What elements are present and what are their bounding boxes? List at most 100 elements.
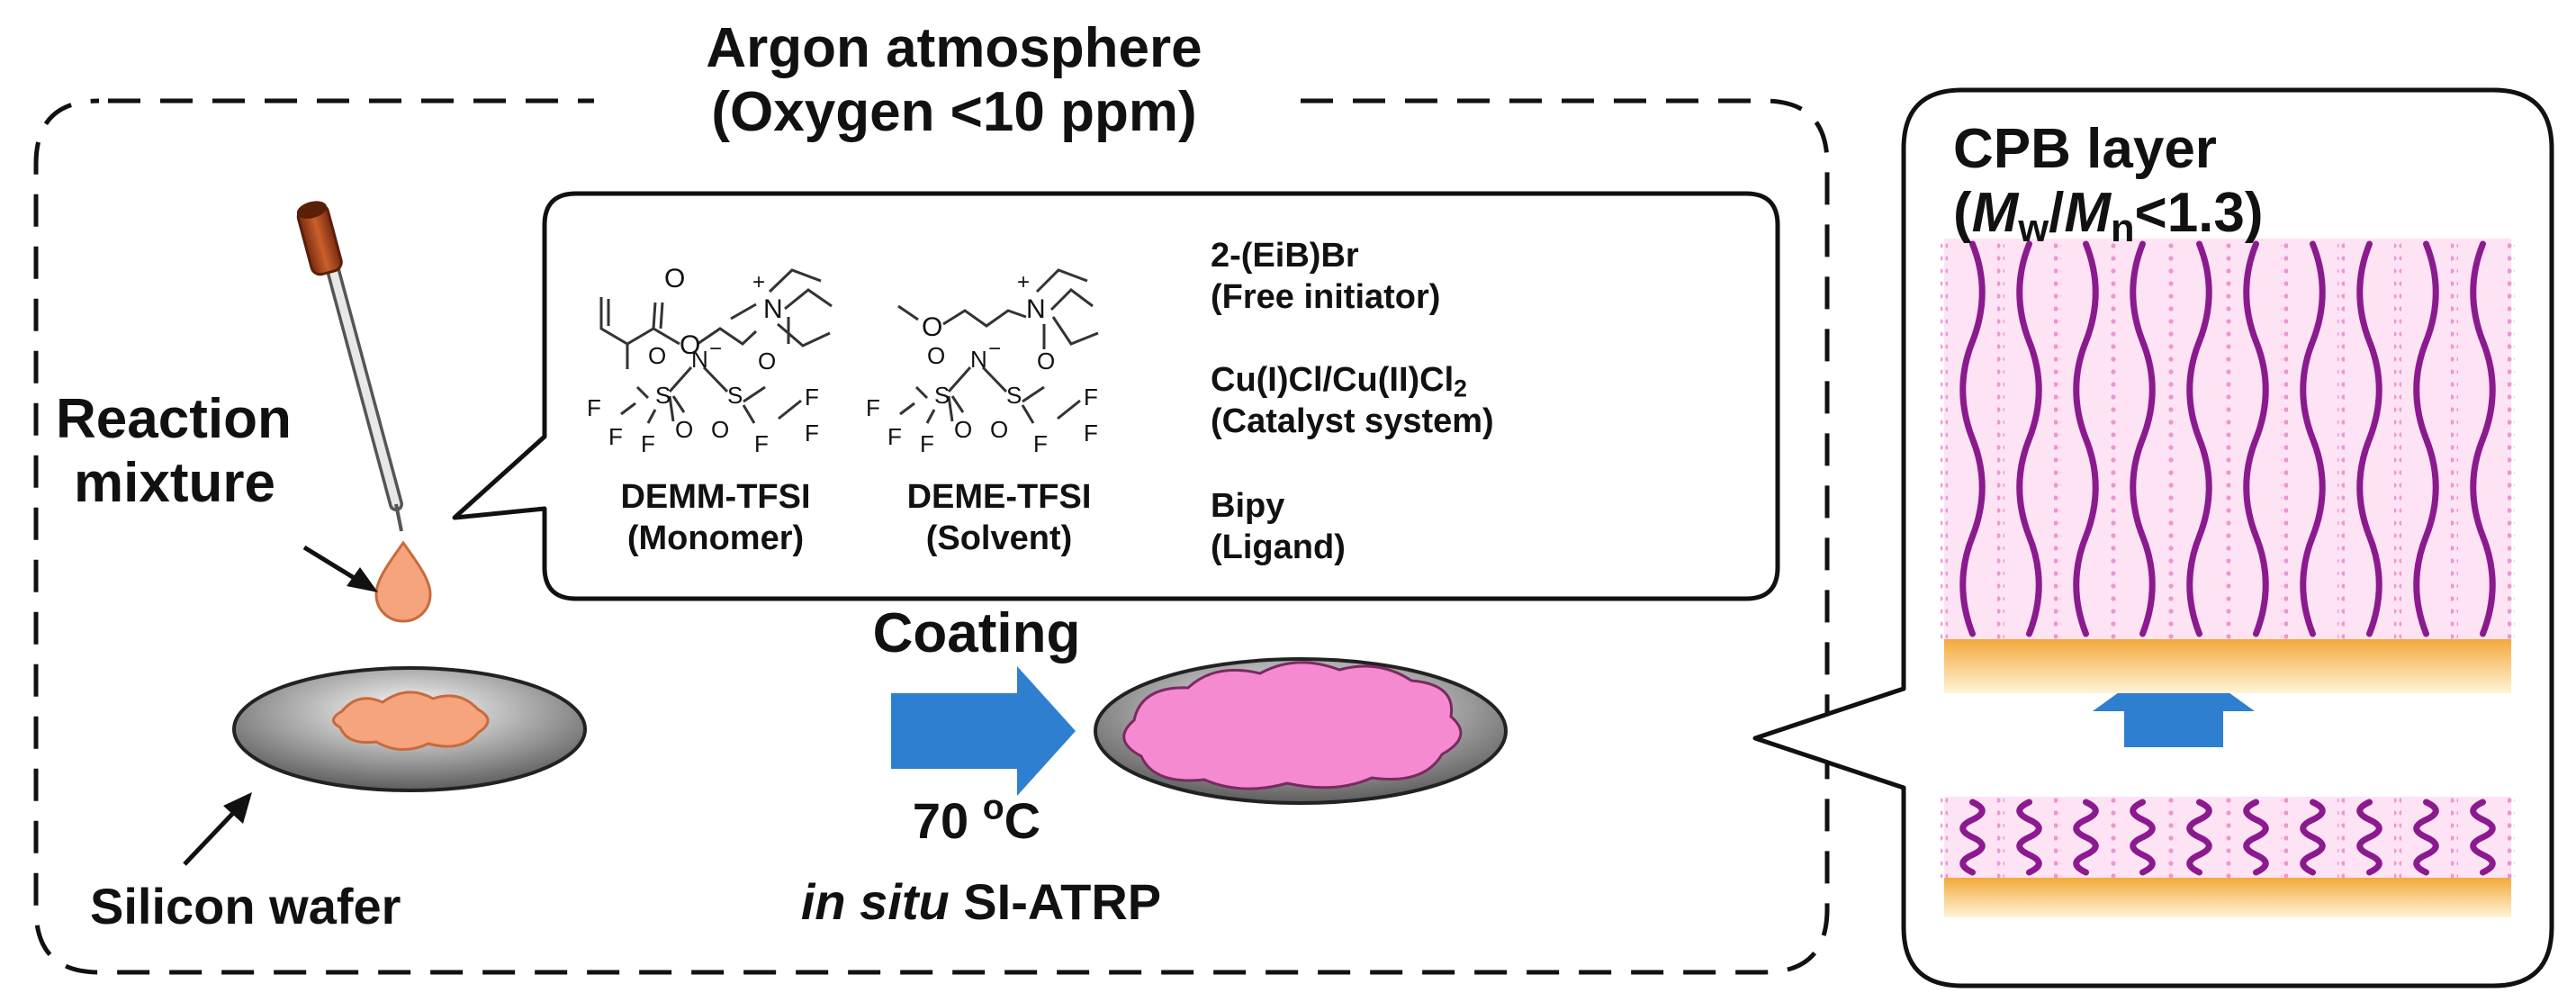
atom-o-ether: O xyxy=(922,312,943,342)
atom-f3-tfsi1: F xyxy=(641,430,655,457)
tall-brush-segment-column xyxy=(1941,239,1948,639)
cpb-mn: M xyxy=(2064,182,2111,245)
method-label: in situ SI-ATRP xyxy=(711,873,1251,931)
tall-brush-segment-column xyxy=(2111,239,2118,639)
initiator-label: 2-(EiB)Br (Free initiator) xyxy=(1211,236,1440,318)
tall-brush-segment-column xyxy=(2451,239,2458,639)
atom-f6-tfsi2: F xyxy=(1033,430,1048,457)
atom-s1-tfsi2: S xyxy=(934,382,950,409)
cpb-slash: / xyxy=(2049,182,2065,245)
demm-anion-structure xyxy=(620,366,802,424)
atom-f2-tfsi2: F xyxy=(887,423,902,450)
short-brush-chain xyxy=(2016,799,2042,876)
short-brush-chain xyxy=(2470,799,2496,876)
short-brush-segment-column xyxy=(2054,797,2061,878)
atom-f4-tfsi2: F xyxy=(1084,384,1098,411)
droplet-icon xyxy=(374,540,432,623)
solvent-label: DEME-TFSI (Solvent) xyxy=(860,477,1139,559)
cpb-n-sub: n xyxy=(2110,207,2135,251)
short-brush-substrate xyxy=(1944,878,2511,917)
method-rest: SI-ATRP xyxy=(949,873,1162,930)
atom-o2-tfsi1: O xyxy=(675,416,694,443)
initiator-name: 2-(EiB)Br xyxy=(1211,237,1359,275)
atmosphere-title-line2: (Oxygen <10 ppm) xyxy=(711,81,1197,144)
short-brush-segment-column xyxy=(2224,797,2231,878)
atom-f4-tfsi1: F xyxy=(805,384,819,411)
cpb-mw: M xyxy=(1971,182,2019,245)
atom-s2-tfsi1: S xyxy=(727,382,743,409)
short-brush-segment-column xyxy=(2394,797,2401,878)
tall-brush-chain xyxy=(2356,240,2382,637)
tall-brush-segment-column xyxy=(2054,239,2061,639)
tall-brush-chain xyxy=(2470,240,2496,637)
polymer-brush-short xyxy=(1941,797,2515,917)
catalyst-role: (Catalyst system) xyxy=(1211,402,1494,440)
atom-o3-tfsi1: O xyxy=(758,348,777,375)
dropper-icon xyxy=(296,201,403,532)
droplet-spread xyxy=(332,691,490,751)
tall-brush-chain xyxy=(2300,240,2326,637)
tall-brush-segment-column xyxy=(2281,239,2288,639)
short-brush-segment-column xyxy=(2508,797,2515,878)
atmosphere-title: Argon atmosphere (Oxygen <10 ppm) xyxy=(612,16,1296,145)
growth-arrow xyxy=(2093,653,2255,747)
monomer-name: DEMM-TFSI xyxy=(620,478,811,516)
short-brush-segment-column xyxy=(2167,797,2175,878)
solvent-name: DEME-TFSI xyxy=(906,478,1092,516)
short-brush-segment-column xyxy=(2451,797,2458,878)
atmosphere-title-line1: Argon atmosphere xyxy=(706,17,1202,79)
atom-minus-tfsi1: − xyxy=(709,337,723,361)
catalyst-subscript: 2 xyxy=(1454,375,1467,402)
cpb-line1: CPB layer xyxy=(1953,118,2217,180)
atom-n-deme: N xyxy=(1026,294,1046,324)
temperature-label: 70 oC xyxy=(828,790,1125,850)
method-italic: in situ xyxy=(800,873,950,930)
cpb-line2: (Mw/Mn<1.3) xyxy=(1953,181,2264,248)
deme-anion-structure xyxy=(899,366,1081,424)
tall-brush-segment-column xyxy=(2167,239,2175,639)
temperature-unit: C xyxy=(1004,792,1041,849)
short-brush-segment-column xyxy=(2281,797,2288,878)
short-brush-chain xyxy=(1959,799,1986,876)
monomer-role: (Monomer) xyxy=(626,519,805,557)
argon-region-border xyxy=(33,98,1830,975)
catalyst-name-text: Cu(I)Cl/Cu(II)Cl xyxy=(1211,361,1455,399)
tall-brush-segment-column xyxy=(2224,239,2231,639)
tall-brush-chain xyxy=(2186,240,2212,637)
atom-s2-tfsi2: S xyxy=(1006,382,1022,409)
tall-brush-chain xyxy=(2413,240,2439,637)
process-arrow xyxy=(891,666,1076,796)
polymer-brush-tall xyxy=(1941,239,2515,693)
deme-cation-structure xyxy=(897,268,1099,349)
atom-f1-tfsi1: F xyxy=(587,394,601,421)
atom-o-ester: O xyxy=(680,330,701,360)
cpb-rest: <1.3) xyxy=(2134,182,2264,245)
monomer-label: DEMM-TFSI (Monomer) xyxy=(576,477,855,559)
short-brush-chain xyxy=(2300,799,2326,876)
tall-brush-chain xyxy=(1959,240,1986,637)
ligand-role: (Ligand) xyxy=(1211,528,1346,566)
atom-n-tfsi1: N xyxy=(691,346,708,373)
coating-label: Coating xyxy=(872,602,1081,664)
atom-f5-tfsi1: F xyxy=(805,420,819,447)
atom-plus-demm: + xyxy=(752,270,766,294)
short-brush-segment-column xyxy=(1941,797,1948,878)
polymer-coating-icon xyxy=(1122,661,1463,790)
silicon-wafer-label: Silicon wafer xyxy=(90,878,401,934)
short-brush-chain xyxy=(2413,799,2439,876)
atom-o2-tfsi2: O xyxy=(954,416,973,443)
atom-f1-tfsi2: F xyxy=(866,394,880,421)
cpb-paren: ( xyxy=(1953,182,1972,245)
atom-n-tfsi2: N xyxy=(970,346,987,373)
atom-o3-tfsi2: O xyxy=(1037,348,1056,375)
reaction-mixture-line1: Reaction xyxy=(56,388,292,450)
short-brush-segment-column xyxy=(2111,797,2118,878)
tall-brush-chain xyxy=(2243,240,2269,637)
catalyst-label: Cu(I)Cl/Cu(II)Cl2 (Catalyst system) xyxy=(1211,360,1494,442)
short-brush-chain xyxy=(2356,799,2382,876)
cpb-label: CPB layer (Mw/Mn<1.3) xyxy=(1953,117,2264,248)
tall-brush-chain xyxy=(2130,240,2156,637)
atom-n-demm: N xyxy=(763,294,783,324)
short-brush-chain xyxy=(2073,799,2099,876)
